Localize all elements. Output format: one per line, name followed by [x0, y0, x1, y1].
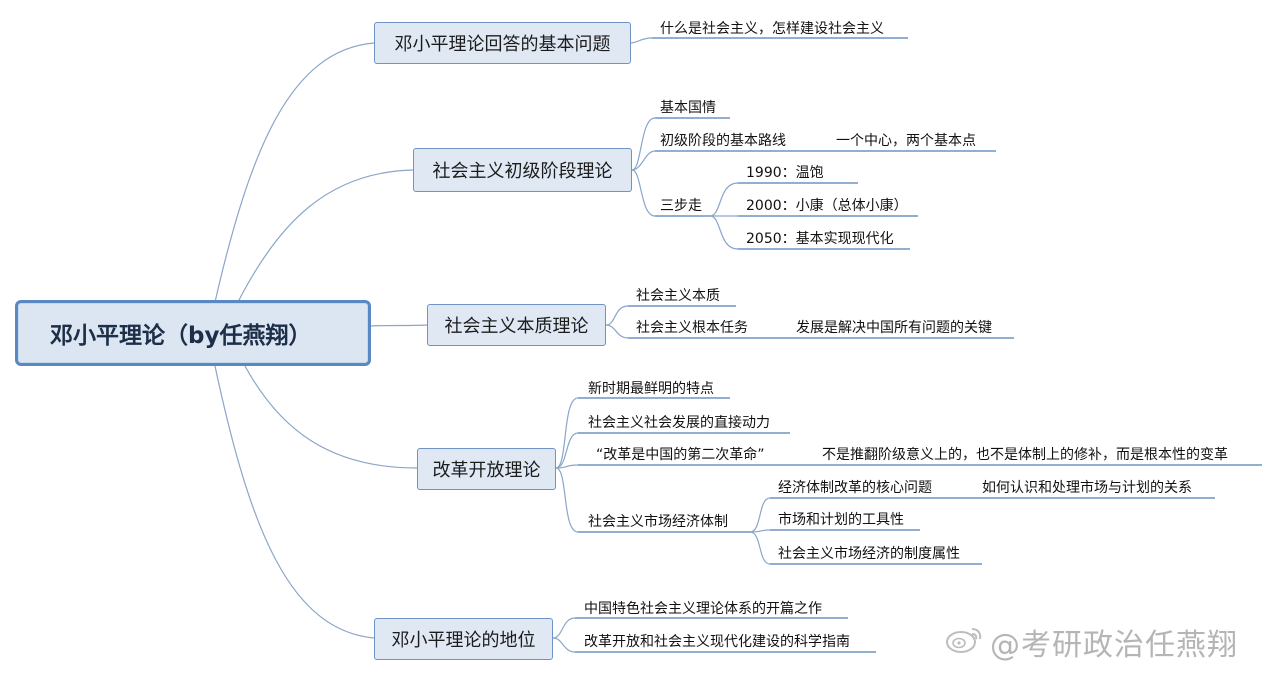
leaf-1990[interactable]: 1990：温饱: [746, 165, 824, 181]
topic-primary-stage[interactable]: 社会主义初级阶段理论: [413, 148, 632, 192]
leaf-what-is-socialism[interactable]: 什么是社会主义，怎样建设社会主义: [660, 21, 884, 37]
watermark-text: @考研政治任燕翔: [990, 628, 1238, 663]
leaf-second-revolution[interactable]: “改革是中国的第二次革命”: [596, 447, 765, 463]
leaf-basic-national-condition[interactable]: 基本国情: [660, 100, 716, 116]
leaf-scientific-guide[interactable]: 改革开放和社会主义现代化建设的科学指南: [584, 634, 850, 650]
root-topic[interactable]: 邓小平理论（by任燕翔）: [15, 300, 371, 366]
leaf-basic-line[interactable]: 初级阶段的基本路线: [660, 133, 786, 149]
leaf-opening-work[interactable]: 中国特色社会主义理论体系的开篇之作: [584, 601, 822, 617]
leaf-market-plan-relation[interactable]: 如何认识和处理市场与计划的关系: [982, 480, 1192, 496]
leaf-one-center-two-points[interactable]: 一个中心，两个基本点: [836, 133, 976, 149]
leaf-fundamental-task[interactable]: 社会主义根本任务: [636, 320, 748, 336]
topic-essence[interactable]: 社会主义本质理论: [427, 304, 606, 346]
leaf-three-steps[interactable]: 三步走: [660, 198, 702, 214]
leaf-direct-driving-force[interactable]: 社会主义社会发展的直接动力: [588, 415, 770, 431]
leaf-socialist-essence[interactable]: 社会主义本质: [636, 288, 720, 304]
leaf-2050[interactable]: 2050：基本实现现代化: [746, 231, 894, 247]
leaf-institutional-attribute[interactable]: 社会主义市场经济的制度属性: [778, 546, 960, 562]
leaf-fundamental-change[interactable]: 不是推翻阶级意义上的，也不是体制上的修补，而是根本性的变革: [822, 447, 1228, 463]
leaf-2000[interactable]: 2000：小康（总体小康）: [746, 198, 908, 214]
leaf-most-distinct-feature[interactable]: 新时期最鲜明的特点: [588, 381, 714, 397]
topic-status[interactable]: 邓小平理论的地位: [374, 618, 553, 660]
topic-basic-question[interactable]: 邓小平理论回答的基本问题: [374, 22, 631, 64]
leaf-development-key[interactable]: 发展是解决中国所有问题的关键: [796, 320, 992, 336]
leaf-market-economy-system[interactable]: 社会主义市场经济体制: [588, 514, 728, 530]
leaf-core-issue[interactable]: 经济体制改革的核心问题: [778, 480, 932, 496]
topic-reform[interactable]: 改革开放理论: [417, 448, 556, 490]
leaf-tool-nature[interactable]: 市场和计划的工具性: [778, 512, 904, 528]
weibo-icon: [946, 628, 982, 653]
